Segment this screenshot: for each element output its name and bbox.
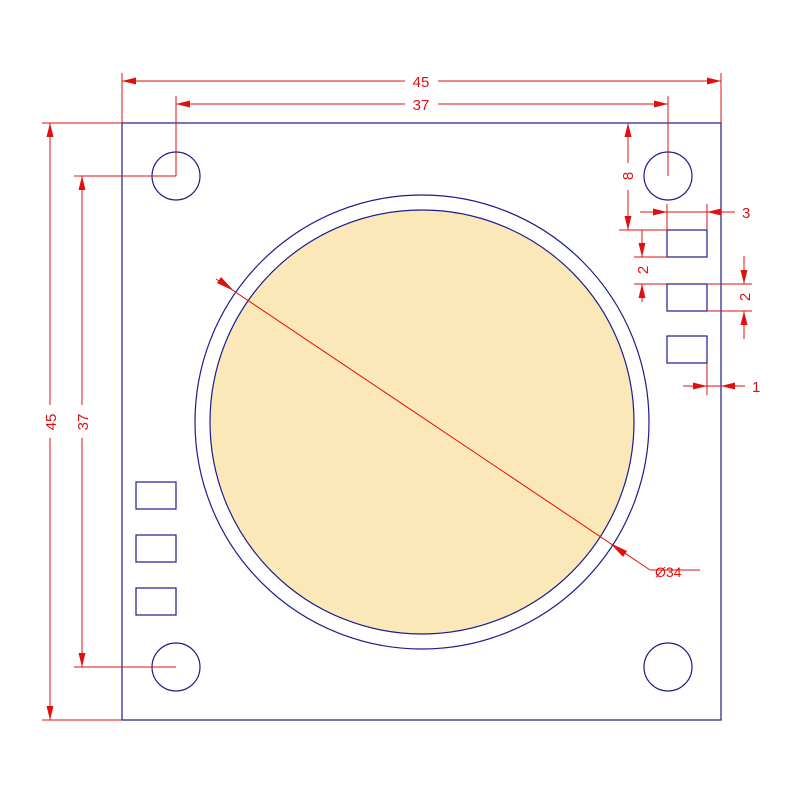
mounting-hole-bottom-right <box>643 642 693 692</box>
dimension-hole-offset-top: 8 <box>619 123 667 231</box>
dimension-overall-height: 45 <box>42 122 122 721</box>
dimension-hole-offset-top-label: 8 <box>620 172 637 180</box>
emitter-phosphor-area <box>209 209 635 635</box>
solder-pad-left-3 <box>135 587 177 616</box>
dimension-hole-spacing-vertical-label: 37 <box>75 414 92 431</box>
dimension-overall-width-label: 45 <box>413 74 430 91</box>
dimension-pad-width: 3 <box>640 204 750 230</box>
board-outline <box>121 122 722 721</box>
dimension-pad-gap: 2 <box>634 230 667 302</box>
solder-pad-right-3 <box>666 335 708 364</box>
dimension-pad-height-label: 2 <box>737 293 754 301</box>
solder-pad-right-2 <box>666 283 708 312</box>
dimension-pad-width-label: 3 <box>742 205 750 222</box>
dimension-hole-spacing-horizontal-label: 37 <box>413 97 430 114</box>
solder-pad-right-1 <box>666 229 708 258</box>
solder-pad-left-2 <box>135 534 177 563</box>
dimension-pad-height: 2 <box>707 256 754 339</box>
emitter-outer-ring <box>194 194 650 650</box>
dimension-hole-spacing-vertical: 37 <box>74 175 176 668</box>
dimension-hole-spacing-horizontal: 37 <box>175 96 669 176</box>
solder-pad-left-1 <box>135 481 177 510</box>
dimension-pad-edge-offset: 1 <box>683 363 760 396</box>
dimension-pad-gap-label: 2 <box>635 266 652 274</box>
dimension-emitter-diameter: Ø34 <box>215 277 700 580</box>
dimension-overall-width: 45 <box>121 73 722 123</box>
dimension-pad-edge-offset-label: 1 <box>752 379 760 396</box>
dimension-emitter-diameter-label: Ø34 <box>655 564 682 580</box>
dimension-overall-height-label: 45 <box>43 414 60 431</box>
